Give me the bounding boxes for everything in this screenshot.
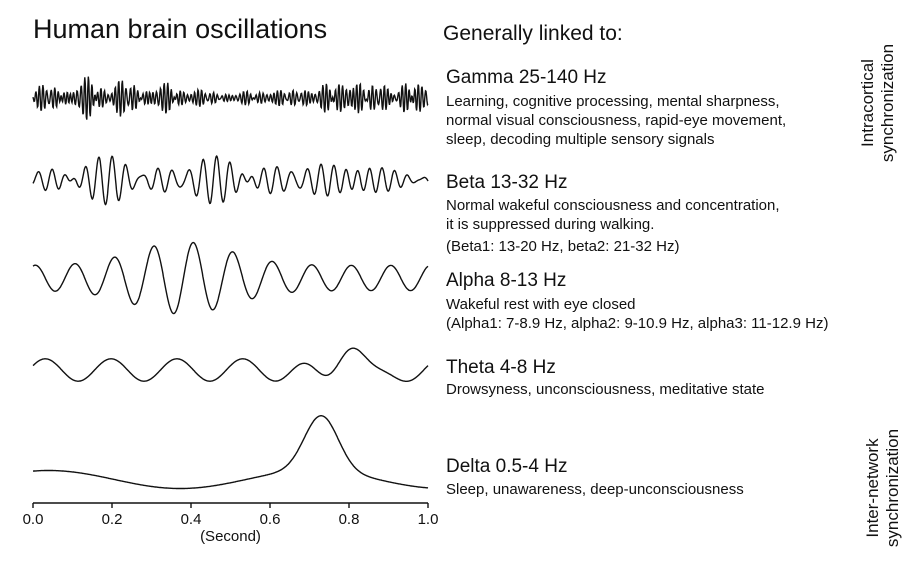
time-axis-label: (Second) (200, 528, 261, 545)
band-title-gamma: Gamma 25-140 Hz (446, 67, 607, 88)
band-title-delta: Delta 0.5-4 Hz (446, 456, 568, 477)
band-title-alpha: Alpha 8-13 Hz (446, 270, 567, 291)
side-label-line: Inter-network (863, 438, 882, 538)
theta-wave (32, 347, 429, 382)
band-title-beta: Beta 13-32 Hz (446, 172, 568, 193)
inter-network-sync-label: Inter-network synchronization (863, 413, 903, 563)
band-desc-alpha: Wakeful rest with eye closed (Alpha1: 7-… (446, 295, 828, 333)
alpha-wave (32, 241, 429, 315)
desc-line: sleep, decoding multiple sensory signals (446, 131, 715, 148)
time-axis: 0.0 0.2 0.4 0.6 0.8 1.0 (Second) (23, 502, 439, 545)
band-desc-theta: Drowsyness, unconsciousness, meditative … (446, 380, 764, 399)
time-tick-label: 0.6 (260, 511, 281, 528)
time-tick-label: 0.0 (23, 511, 44, 528)
gamma-wave (32, 76, 429, 120)
page-title: Human brain oscillations (33, 14, 328, 44)
side-label-line: synchronization (878, 43, 897, 163)
side-label-line: Intracortical (858, 59, 877, 147)
desc-line: Wakeful rest with eye closed (446, 296, 636, 313)
beta-wave (32, 155, 429, 206)
time-tick-label: 0.2 (102, 511, 123, 528)
time-tick-label: 1.0 (418, 511, 439, 528)
desc-line: normal visual consciousness, rapid-eye m… (446, 112, 787, 129)
desc-line: Drowsyness, unconsciousness, meditative … (446, 381, 765, 398)
band-desc-delta: Sleep, unawareness, deep-unconsciousness (446, 480, 744, 499)
band-title-theta: Theta 4-8 Hz (446, 357, 556, 378)
intracortical-sync-label: Intracortical synchronization (858, 33, 898, 173)
band-desc-beta: Normal wakeful consciousness and concent… (446, 196, 780, 256)
desc-line: (Alpha1: 7-8.9 Hz, alpha2: 9-10.9 Hz, al… (446, 315, 829, 332)
time-tick-label: 0.4 (181, 511, 202, 528)
desc-line: Normal wakeful consciousness and concent… (446, 197, 780, 214)
desc-line: Learning, cognitive processing, mental s… (446, 93, 780, 110)
desc-line: Sleep, unawareness, deep-unconsciousness (446, 481, 744, 498)
desc-line: it is suppressed during walking. (446, 216, 655, 233)
delta-wave (33, 415, 429, 490)
side-label-line: synchronization (883, 428, 902, 548)
desc-line: (Beta1: 13-20 Hz, beta2: 21-32 Hz) (446, 238, 680, 255)
band-desc-gamma: Learning, cognitive processing, mental s… (446, 92, 786, 149)
linked-heading: Generally linked to: (443, 22, 623, 45)
time-tick-label: 0.8 (339, 511, 360, 528)
